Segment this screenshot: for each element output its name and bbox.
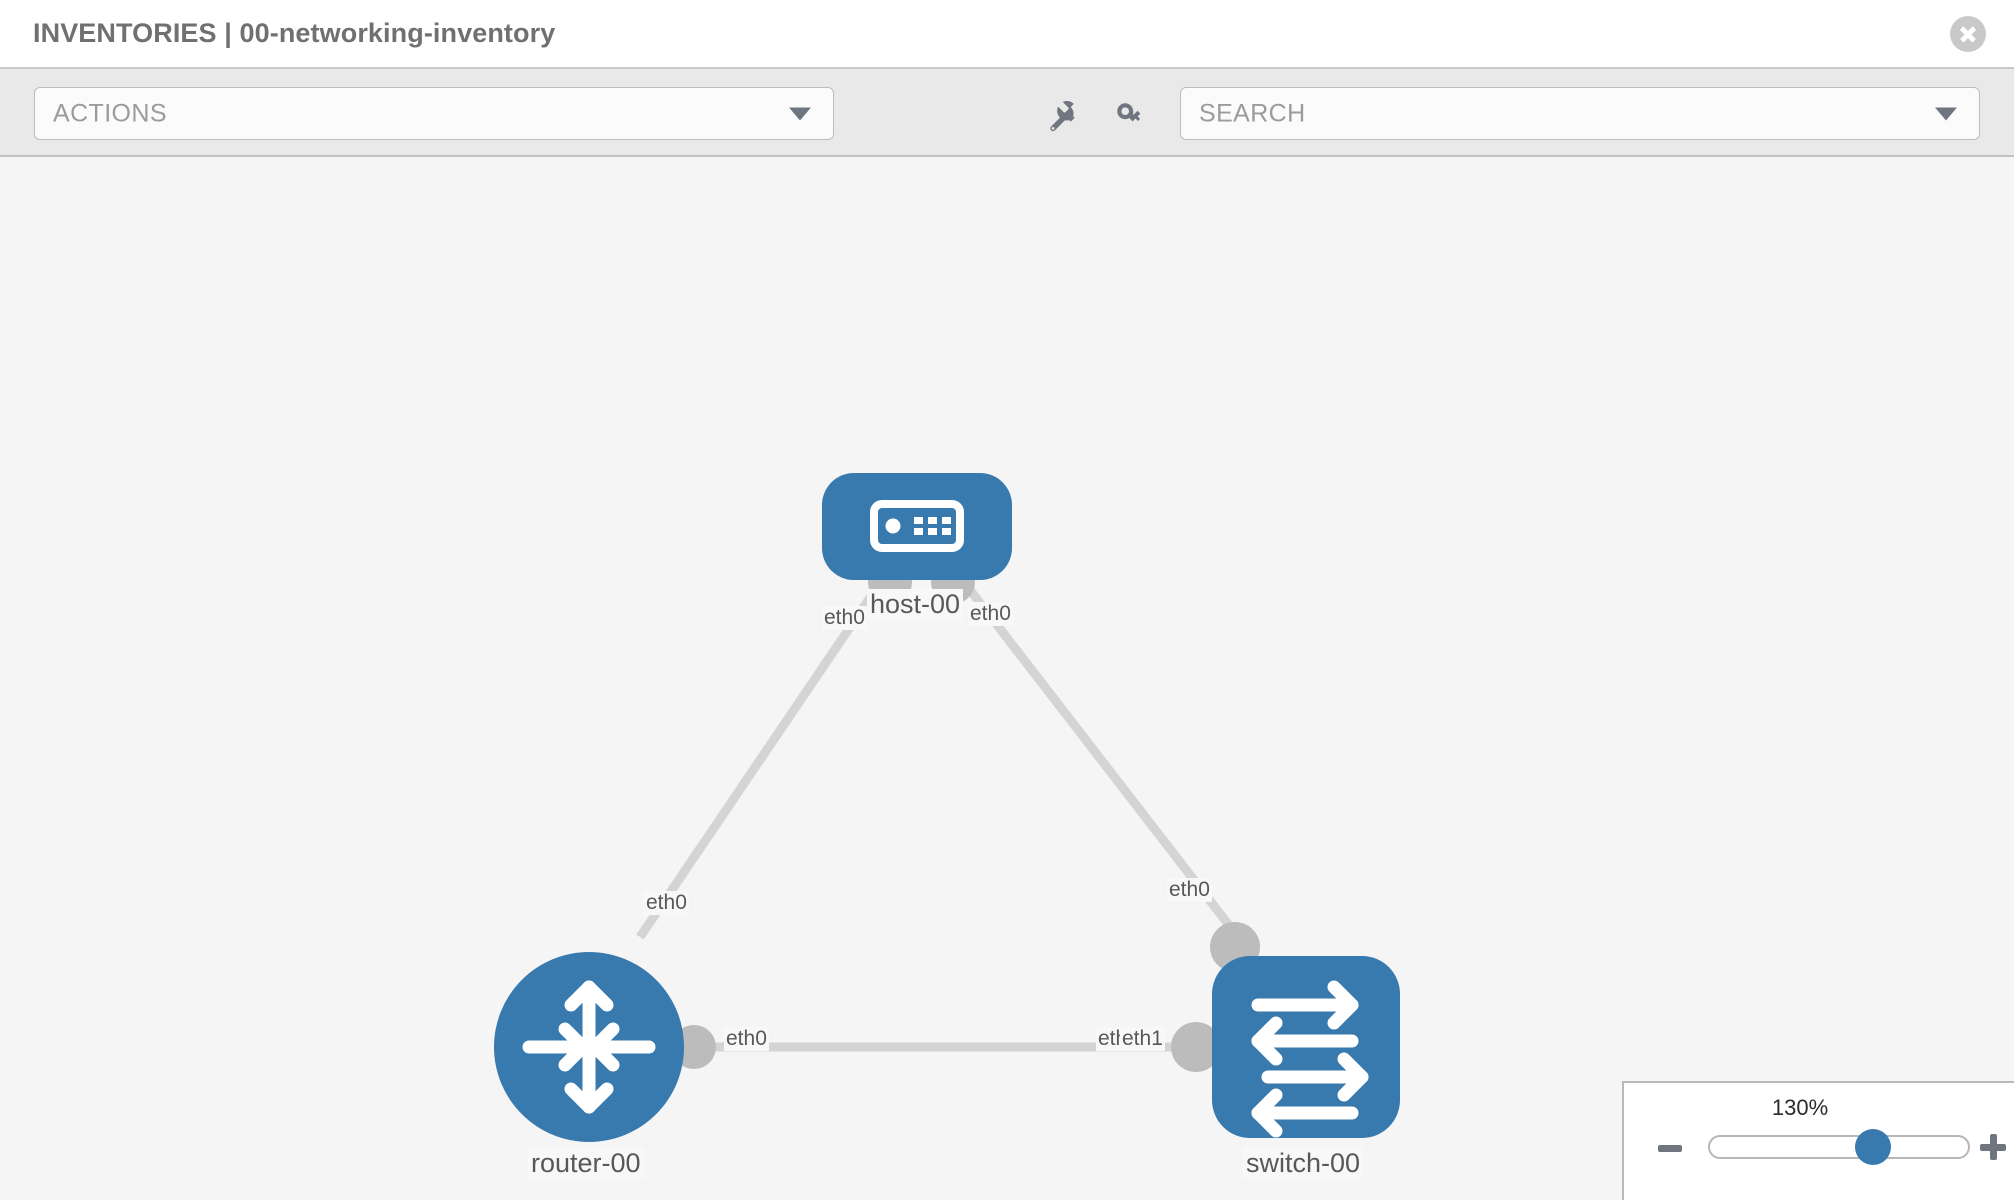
node-label-host-00: host-00 [867,589,964,620]
chevron-down-icon [789,107,811,120]
chevron-down-icon [1935,107,1957,120]
server-device-icon [870,500,964,552]
link-host-router [636,574,888,940]
search-input-value: SEARCH [1199,99,1306,127]
edge-label-router-right: eth0 [724,1027,769,1051]
topology-graph [494,473,1400,1142]
page-title: INVENTORIES | 00-networking-inventory [33,18,556,48]
edge-label-host-right: eth0 [968,602,1013,626]
connector-switch-left [1171,1022,1221,1072]
edge-label-router-upper: eth0 [644,891,689,915]
actions-dropdown[interactable]: ACTIONS [34,87,834,140]
node-host-00 [822,473,1012,580]
router-four-arrows-icon [522,980,656,1114]
edge-label-switch-left: eth1 [1120,1027,1165,1051]
zoom-level-label: 130% [1771,1095,1829,1120]
node-switch-00 [1212,956,1400,1138]
search-input[interactable]: SEARCH [1180,87,1980,140]
zoom-slider[interactable] [1708,1129,1970,1165]
link-host-switch [956,574,1242,940]
zoom-control-panel: 130% [1622,1081,2014,1200]
wrench-icon[interactable] [1046,99,1080,133]
node-router-00 [494,952,684,1142]
edge-label-host-left: eth0 [822,606,867,630]
switch-arrows-icon [1251,980,1369,1138]
zoom-out-button[interactable] [1658,1145,1682,1152]
zoom-in-button[interactable] [1980,1134,2006,1160]
close-icon[interactable] [1950,16,1986,52]
topology-canvas[interactable]: host-00 router-00 switch-00 eth0 eth0 et… [0,157,2014,1200]
zoom-slider-thumb[interactable] [1854,1129,1891,1165]
topology-connectors [672,560,1260,1072]
page-header: INVENTORIES | 00-networking-inventory [0,0,2014,69]
actions-dropdown-label: ACTIONS [53,99,167,127]
toolbar: ACTIONS SEARCH [0,69,2014,157]
node-label-router-00: router-00 [528,1148,644,1179]
topology-links [636,574,1242,1052]
edge-label-switch-upper: eth0 [1167,878,1212,902]
node-label-switch-00: switch-00 [1243,1148,1364,1179]
key-icon[interactable] [1113,99,1147,133]
